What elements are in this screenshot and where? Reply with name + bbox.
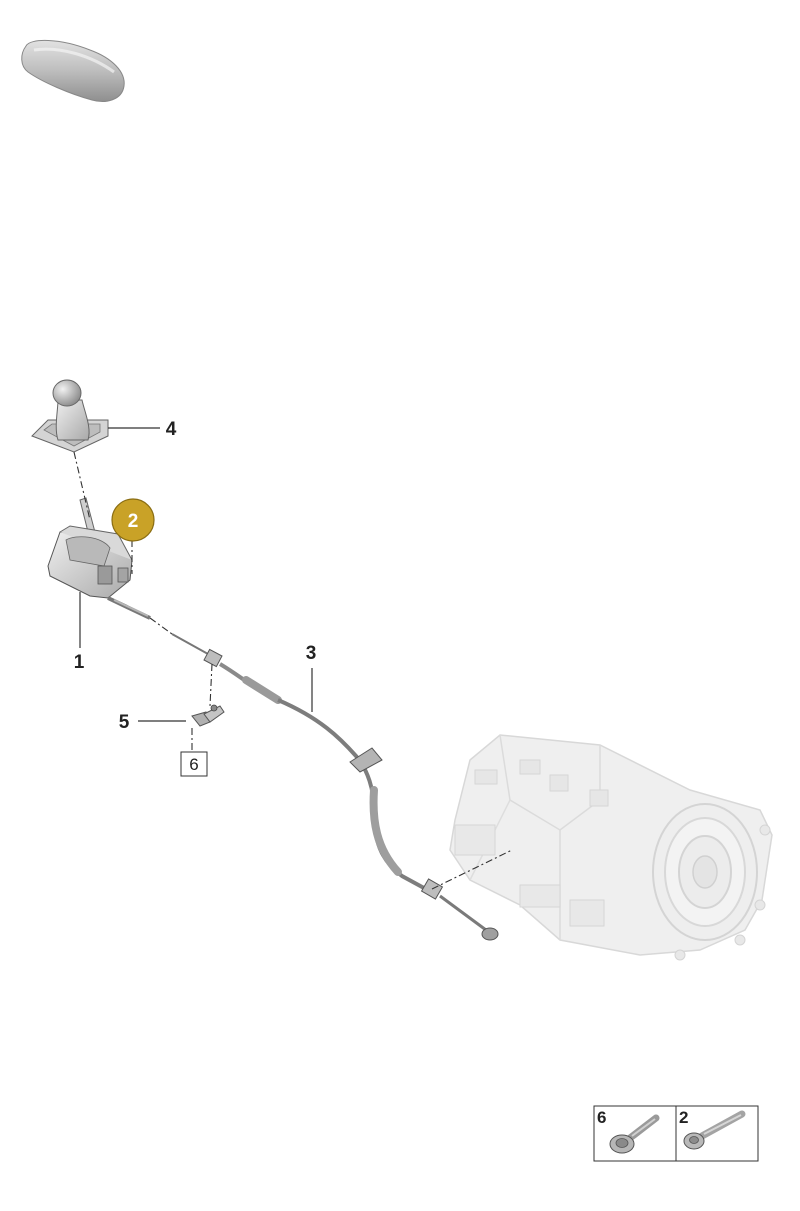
legend-label-2: 2 — [679, 1108, 688, 1127]
assembly-lines — [73, 451, 513, 890]
callout-2-badge — [111, 498, 155, 542]
car-silhouette-icon — [21, 39, 125, 102]
callout-3[interactable]: 3 — [306, 643, 317, 664]
callout-5-label: 5 — [119, 712, 130, 733]
callout-3-label: 3 — [306, 643, 317, 664]
bracket-icon — [191, 704, 225, 727]
callout-2-highlighted[interactable]: 2 — [111, 498, 155, 542]
legend-label-6: 6 — [597, 1108, 606, 1127]
callout-6-boxed[interactable]: 6 — [180, 751, 208, 777]
transmission-ghost-icon — [449, 734, 773, 961]
callout-6-box — [180, 751, 208, 777]
gear-shifter-assembly-icon — [47, 497, 151, 620]
callout-5[interactable]: 5 — [119, 712, 130, 733]
callout-4[interactable]: 4 — [166, 419, 177, 440]
hardware-legend: 6 2 — [593, 1105, 759, 1162]
leader-lines — [79, 427, 313, 722]
bolt-icon — [683, 1110, 746, 1150]
flange-bolt-icon — [609, 1114, 660, 1154]
shift-cable-icon — [171, 633, 499, 941]
callout-1[interactable]: 1 — [74, 652, 85, 673]
callout-2-label: 2 — [128, 511, 139, 532]
callout-4-label: 4 — [166, 419, 177, 440]
callout-6-label: 6 — [189, 755, 198, 774]
shift-knob-with-boot-icon — [31, 379, 109, 453]
callout-1-label: 1 — [74, 652, 85, 673]
